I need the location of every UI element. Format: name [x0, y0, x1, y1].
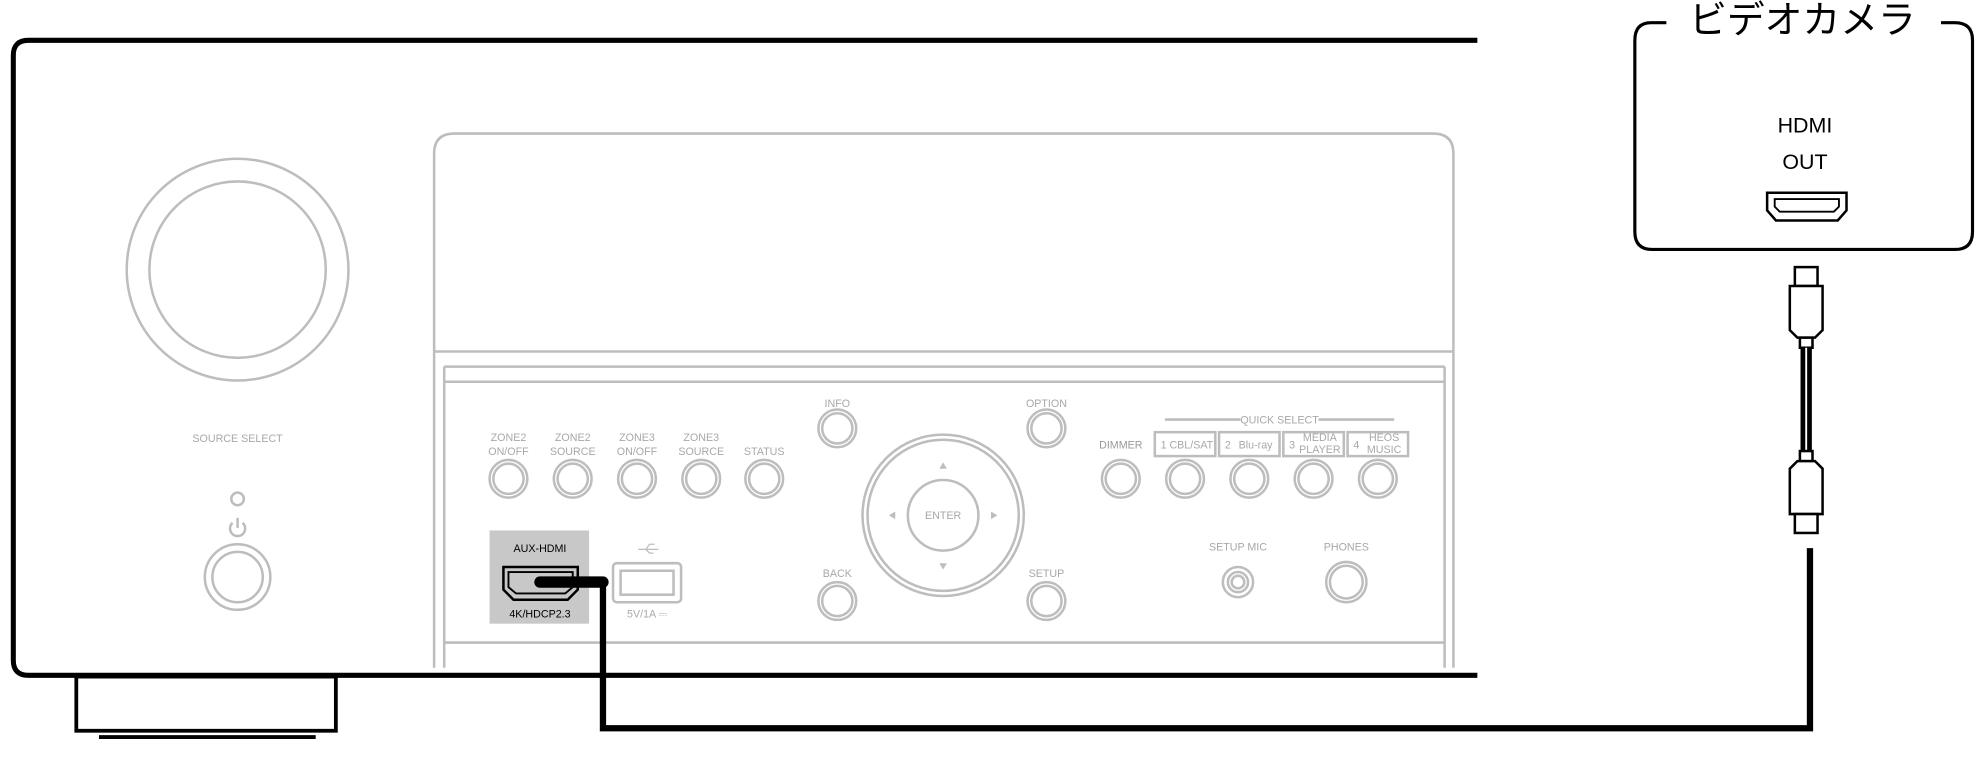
aux-hdmi-port[interactable]	[502, 565, 580, 601]
zone-button-label-2: SOURCE	[678, 446, 724, 458]
quick-select-number: 3	[1289, 440, 1295, 452]
zone-button[interactable]	[681, 458, 722, 499]
video-camera-box	[1633, 21, 1975, 252]
info-button[interactable]	[817, 408, 858, 449]
option-label: OPTION	[1026, 398, 1067, 410]
hdmi-cable-plug-top	[1788, 265, 1824, 350]
quick-select-button[interactable]	[1229, 458, 1270, 499]
zone-button[interactable]	[744, 458, 785, 499]
zone-button-label-1: ZONE2	[555, 432, 591, 444]
arrow-left-icon[interactable]	[888, 511, 896, 520]
setup-mic-label: SETUP MIC	[1209, 542, 1267, 554]
knob-inner	[148, 180, 328, 360]
hdcp-label: 4K/HDCP2.3	[509, 608, 570, 620]
cursor-dial[interactable]	[861, 433, 1026, 598]
front-panel	[432, 132, 1455, 668]
power-icon	[228, 517, 247, 538]
dimmer-button[interactable]	[1100, 458, 1141, 499]
camera-hdmi-port[interactable]	[1765, 191, 1848, 222]
hdmi-cable-plug-bottom	[1788, 449, 1824, 535]
back-button[interactable]	[817, 580, 858, 622]
dimmer-label: DIMMER	[1099, 440, 1143, 452]
quick-select-number: 4	[1353, 440, 1359, 452]
setup-mic-jack[interactable]	[1221, 565, 1255, 599]
zone-button[interactable]	[488, 458, 529, 499]
arrow-right-icon[interactable]	[991, 511, 998, 520]
quick-select-label-box	[1153, 430, 1217, 458]
phones-jack[interactable]	[1324, 560, 1368, 604]
quick-select-name-2: MUSIC	[1367, 444, 1402, 456]
quick-select-label-box	[1346, 430, 1410, 458]
arrow-up-icon[interactable]	[939, 462, 947, 469]
quick-select-name: Blu-ray	[1239, 440, 1274, 452]
zone-button[interactable]	[552, 458, 593, 499]
enter-button[interactable]	[906, 478, 980, 552]
arrow-down-icon[interactable]	[939, 563, 947, 570]
usb-port[interactable]	[611, 561, 683, 604]
quick-select-number: 2	[1225, 440, 1231, 452]
zone-button-label-2: ON/OFF	[488, 446, 529, 458]
source-select-label: SOURCE SELECT	[192, 433, 283, 445]
source-select-knob[interactable]	[125, 157, 350, 382]
quick-select-button[interactable]	[1164, 458, 1206, 499]
receiver-body	[10, 37, 1478, 678]
quick-select-button[interactable]	[1293, 458, 1334, 499]
usb-power-label: 5V/1A ⎓	[627, 608, 667, 620]
hdmi-out-label-1: HDMI	[1778, 113, 1833, 137]
quick-select-name-2: PLAYER	[1299, 444, 1341, 456]
quick-select-label: QUICK SELECT	[1240, 414, 1319, 426]
zone-button-label-2: STATUS	[744, 446, 785, 458]
quick-select-name-1: HEOS	[1369, 432, 1399, 444]
zone-button-label-1: ZONE3	[683, 432, 719, 444]
quick-select-name: CBL/SAT	[1169, 440, 1213, 452]
quick-select-name-1: MEDIA	[1303, 432, 1338, 444]
option-button[interactable]	[1026, 408, 1067, 449]
zone-button-label-2: SOURCE	[550, 446, 596, 458]
zone-button[interactable]	[616, 458, 658, 499]
power-button[interactable]	[203, 543, 272, 612]
usb-icon	[638, 543, 659, 554]
hdmi-cable	[599, 548, 1814, 732]
setup-label: SETUP	[1029, 568, 1065, 580]
quick-select-label-box	[1217, 430, 1281, 458]
info-label: INFO	[825, 398, 851, 410]
quick-select-number: 1	[1161, 440, 1167, 452]
camera-title: ビデオカメラ	[1689, 0, 1916, 42]
receiver-foot	[74, 674, 338, 733]
zone-button-label-1: ZONE2	[491, 432, 527, 444]
quick-select-button[interactable]	[1357, 458, 1398, 499]
enter-label: ENTER	[925, 510, 962, 522]
quick-select-label-box	[1282, 430, 1346, 458]
zone-button-label-2: ON/OFF	[617, 446, 658, 458]
power-indicator	[230, 491, 246, 507]
aux-hdmi-label: AUX-HDMI	[514, 543, 567, 555]
back-label: BACK	[823, 568, 853, 580]
zone-button-label-1: ZONE3	[619, 432, 655, 444]
hdmi-out-label-2: OUT	[1782, 150, 1827, 174]
setup-button[interactable]	[1026, 580, 1067, 622]
phones-label: PHONES	[1324, 542, 1369, 554]
